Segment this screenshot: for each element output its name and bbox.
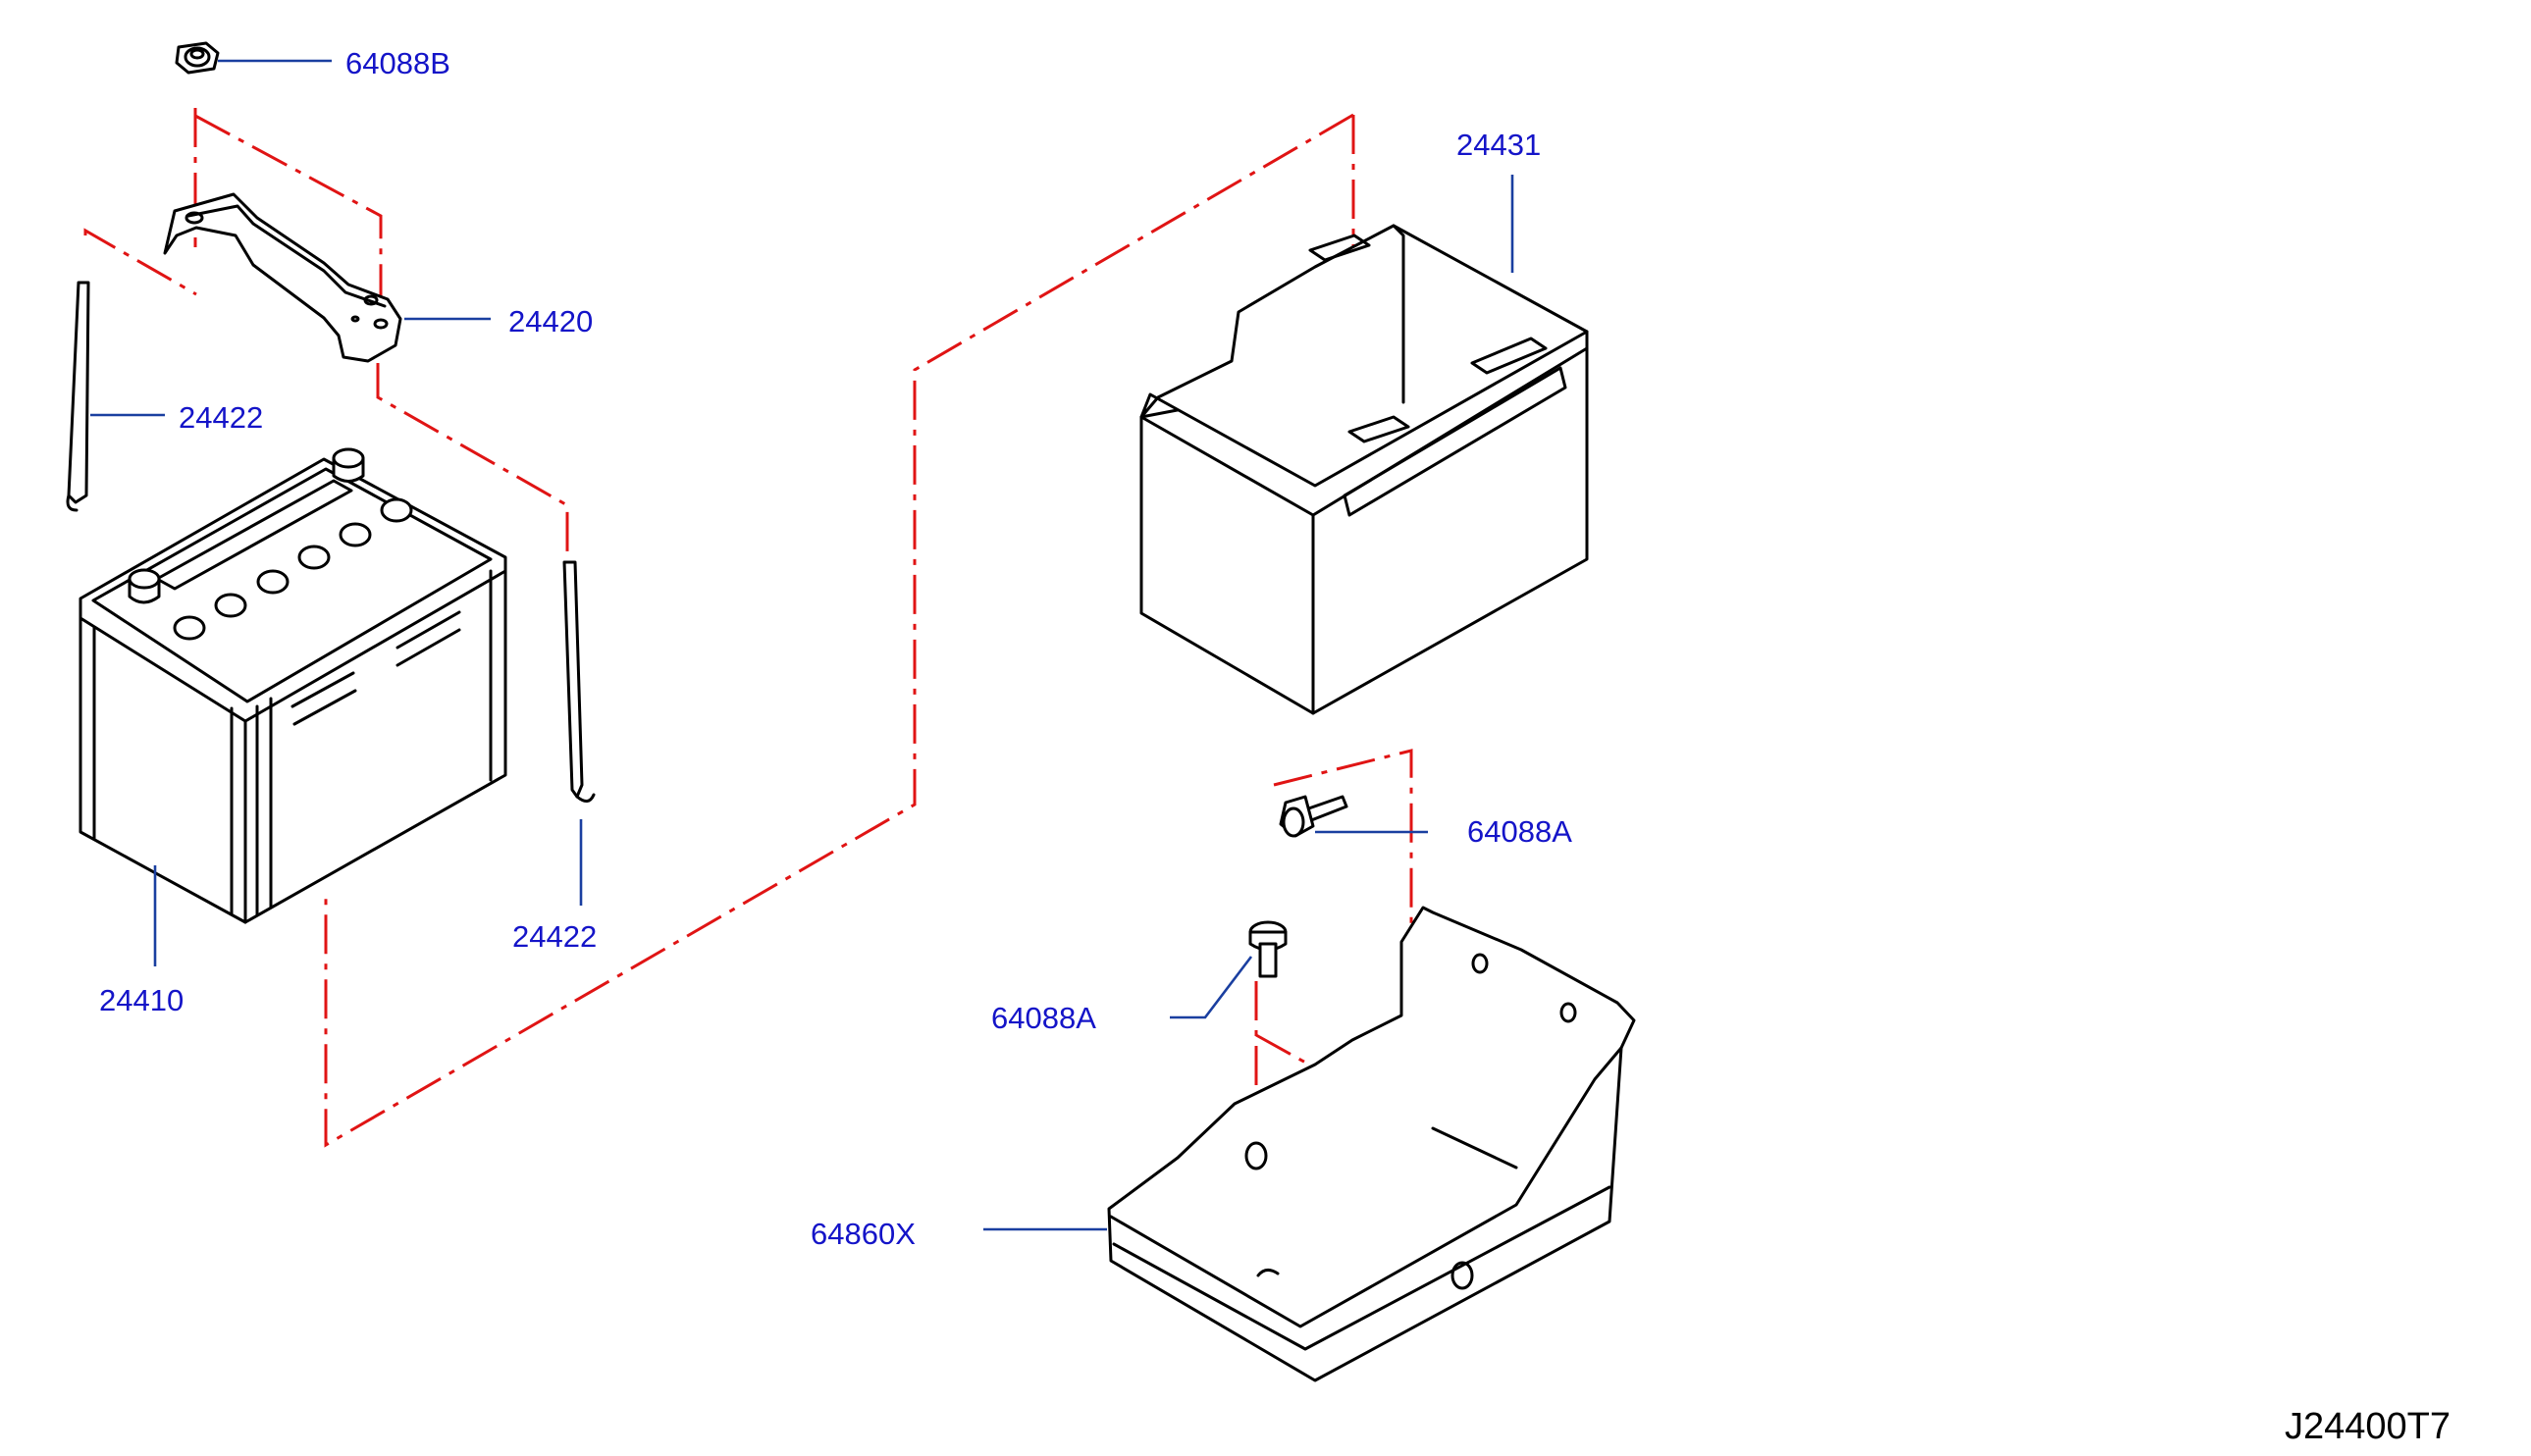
- bolt-lower-64088a: [1248, 920, 1288, 978]
- callout-64088a-upper: 64088A: [1467, 814, 1572, 849]
- battery-tray-64860x: [1107, 906, 1636, 1382]
- battery-cover-24431: [1139, 224, 1589, 715]
- callout-64088b: 64088B: [345, 46, 450, 80]
- hold-down-rod-right-24422: [562, 560, 596, 803]
- battery-24410: [79, 447, 507, 924]
- diagram-code: J24400T7: [2285, 1406, 2451, 1447]
- callout-labels: 64088B 24420 24422 24422 24410 24431 640…: [99, 46, 2451, 1447]
- callout-leaders: [90, 59, 1514, 1231]
- callout-24422-left: 24422: [179, 400, 263, 435]
- battery-terminals: [128, 447, 365, 604]
- callout-24410: 24410: [99, 983, 184, 1017]
- bolt-upper-64088a: [1279, 795, 1348, 838]
- callout-24420: 24420: [508, 304, 593, 338]
- callout-24431: 24431: [1456, 128, 1541, 162]
- hold-down-frame-24420: [163, 192, 402, 363]
- callout-64088a-lower: 64088A: [991, 1001, 1096, 1035]
- nut-64088b: [175, 41, 220, 75]
- hold-down-rod-left-24422: [66, 281, 90, 512]
- callout-24422-right: 24422: [512, 919, 597, 954]
- callout-64860x: 64860X: [811, 1217, 916, 1251]
- battery-vent-caps: [173, 497, 413, 641]
